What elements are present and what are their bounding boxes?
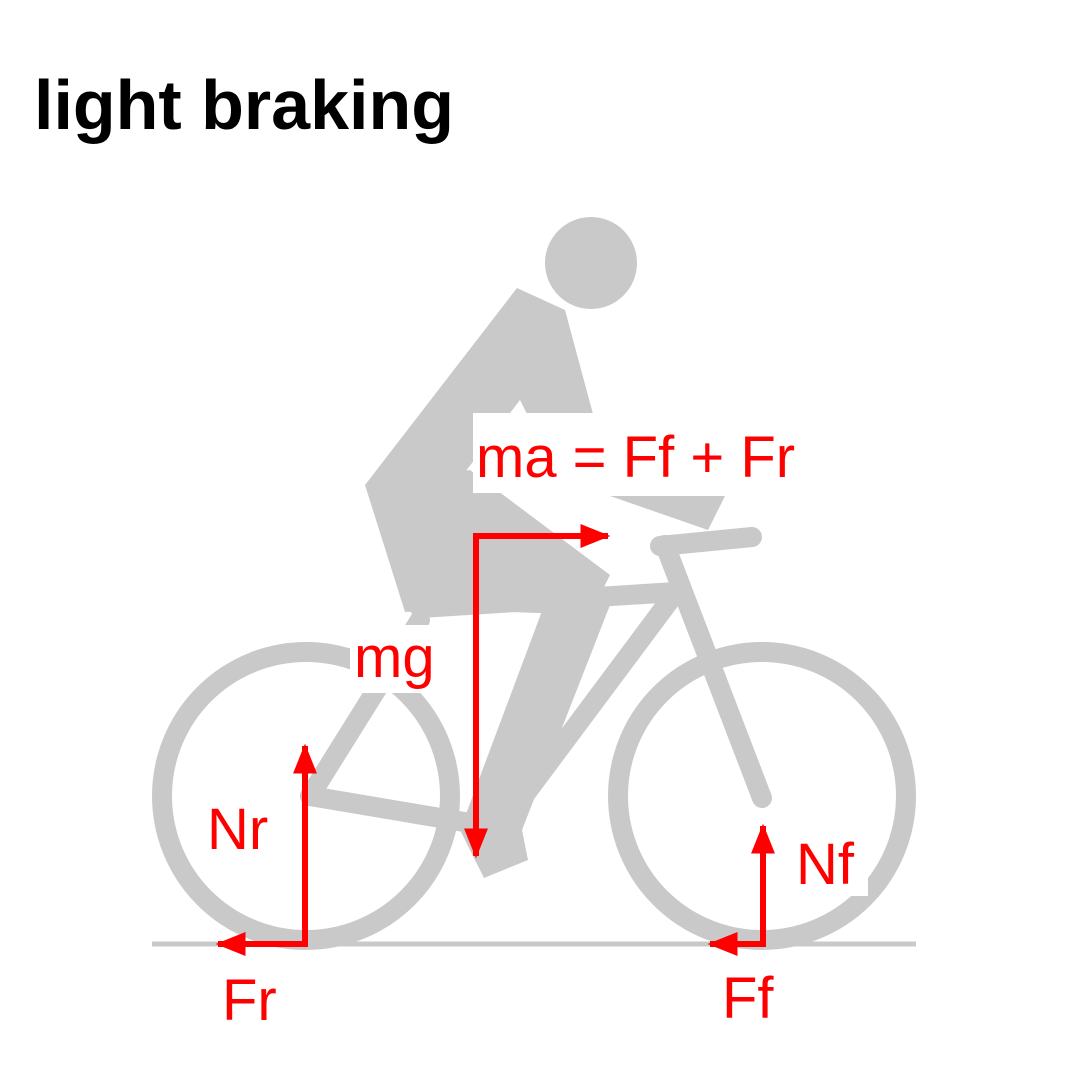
rider-torso <box>365 288 600 505</box>
rear-friction-label: Fr <box>222 968 277 1033</box>
rider-head <box>545 217 637 309</box>
gravity-label: mg <box>354 625 435 690</box>
equation-label-bg <box>473 413 891 493</box>
diagram-title: light braking <box>34 66 454 144</box>
gravity-label-bg <box>350 625 455 693</box>
rider-arm <box>610 496 725 530</box>
front-normal-label: Nf <box>796 832 855 897</box>
rear-normal-label: Nr <box>207 797 268 862</box>
front-friction-label: Ff <box>722 966 774 1031</box>
rider-thigh <box>365 470 610 615</box>
force-arrows <box>215 524 775 956</box>
front-normal-label-bg <box>793 826 868 896</box>
rider-lower-leg <box>460 595 612 878</box>
equation-label: ma = Ff + Fr <box>476 425 795 490</box>
